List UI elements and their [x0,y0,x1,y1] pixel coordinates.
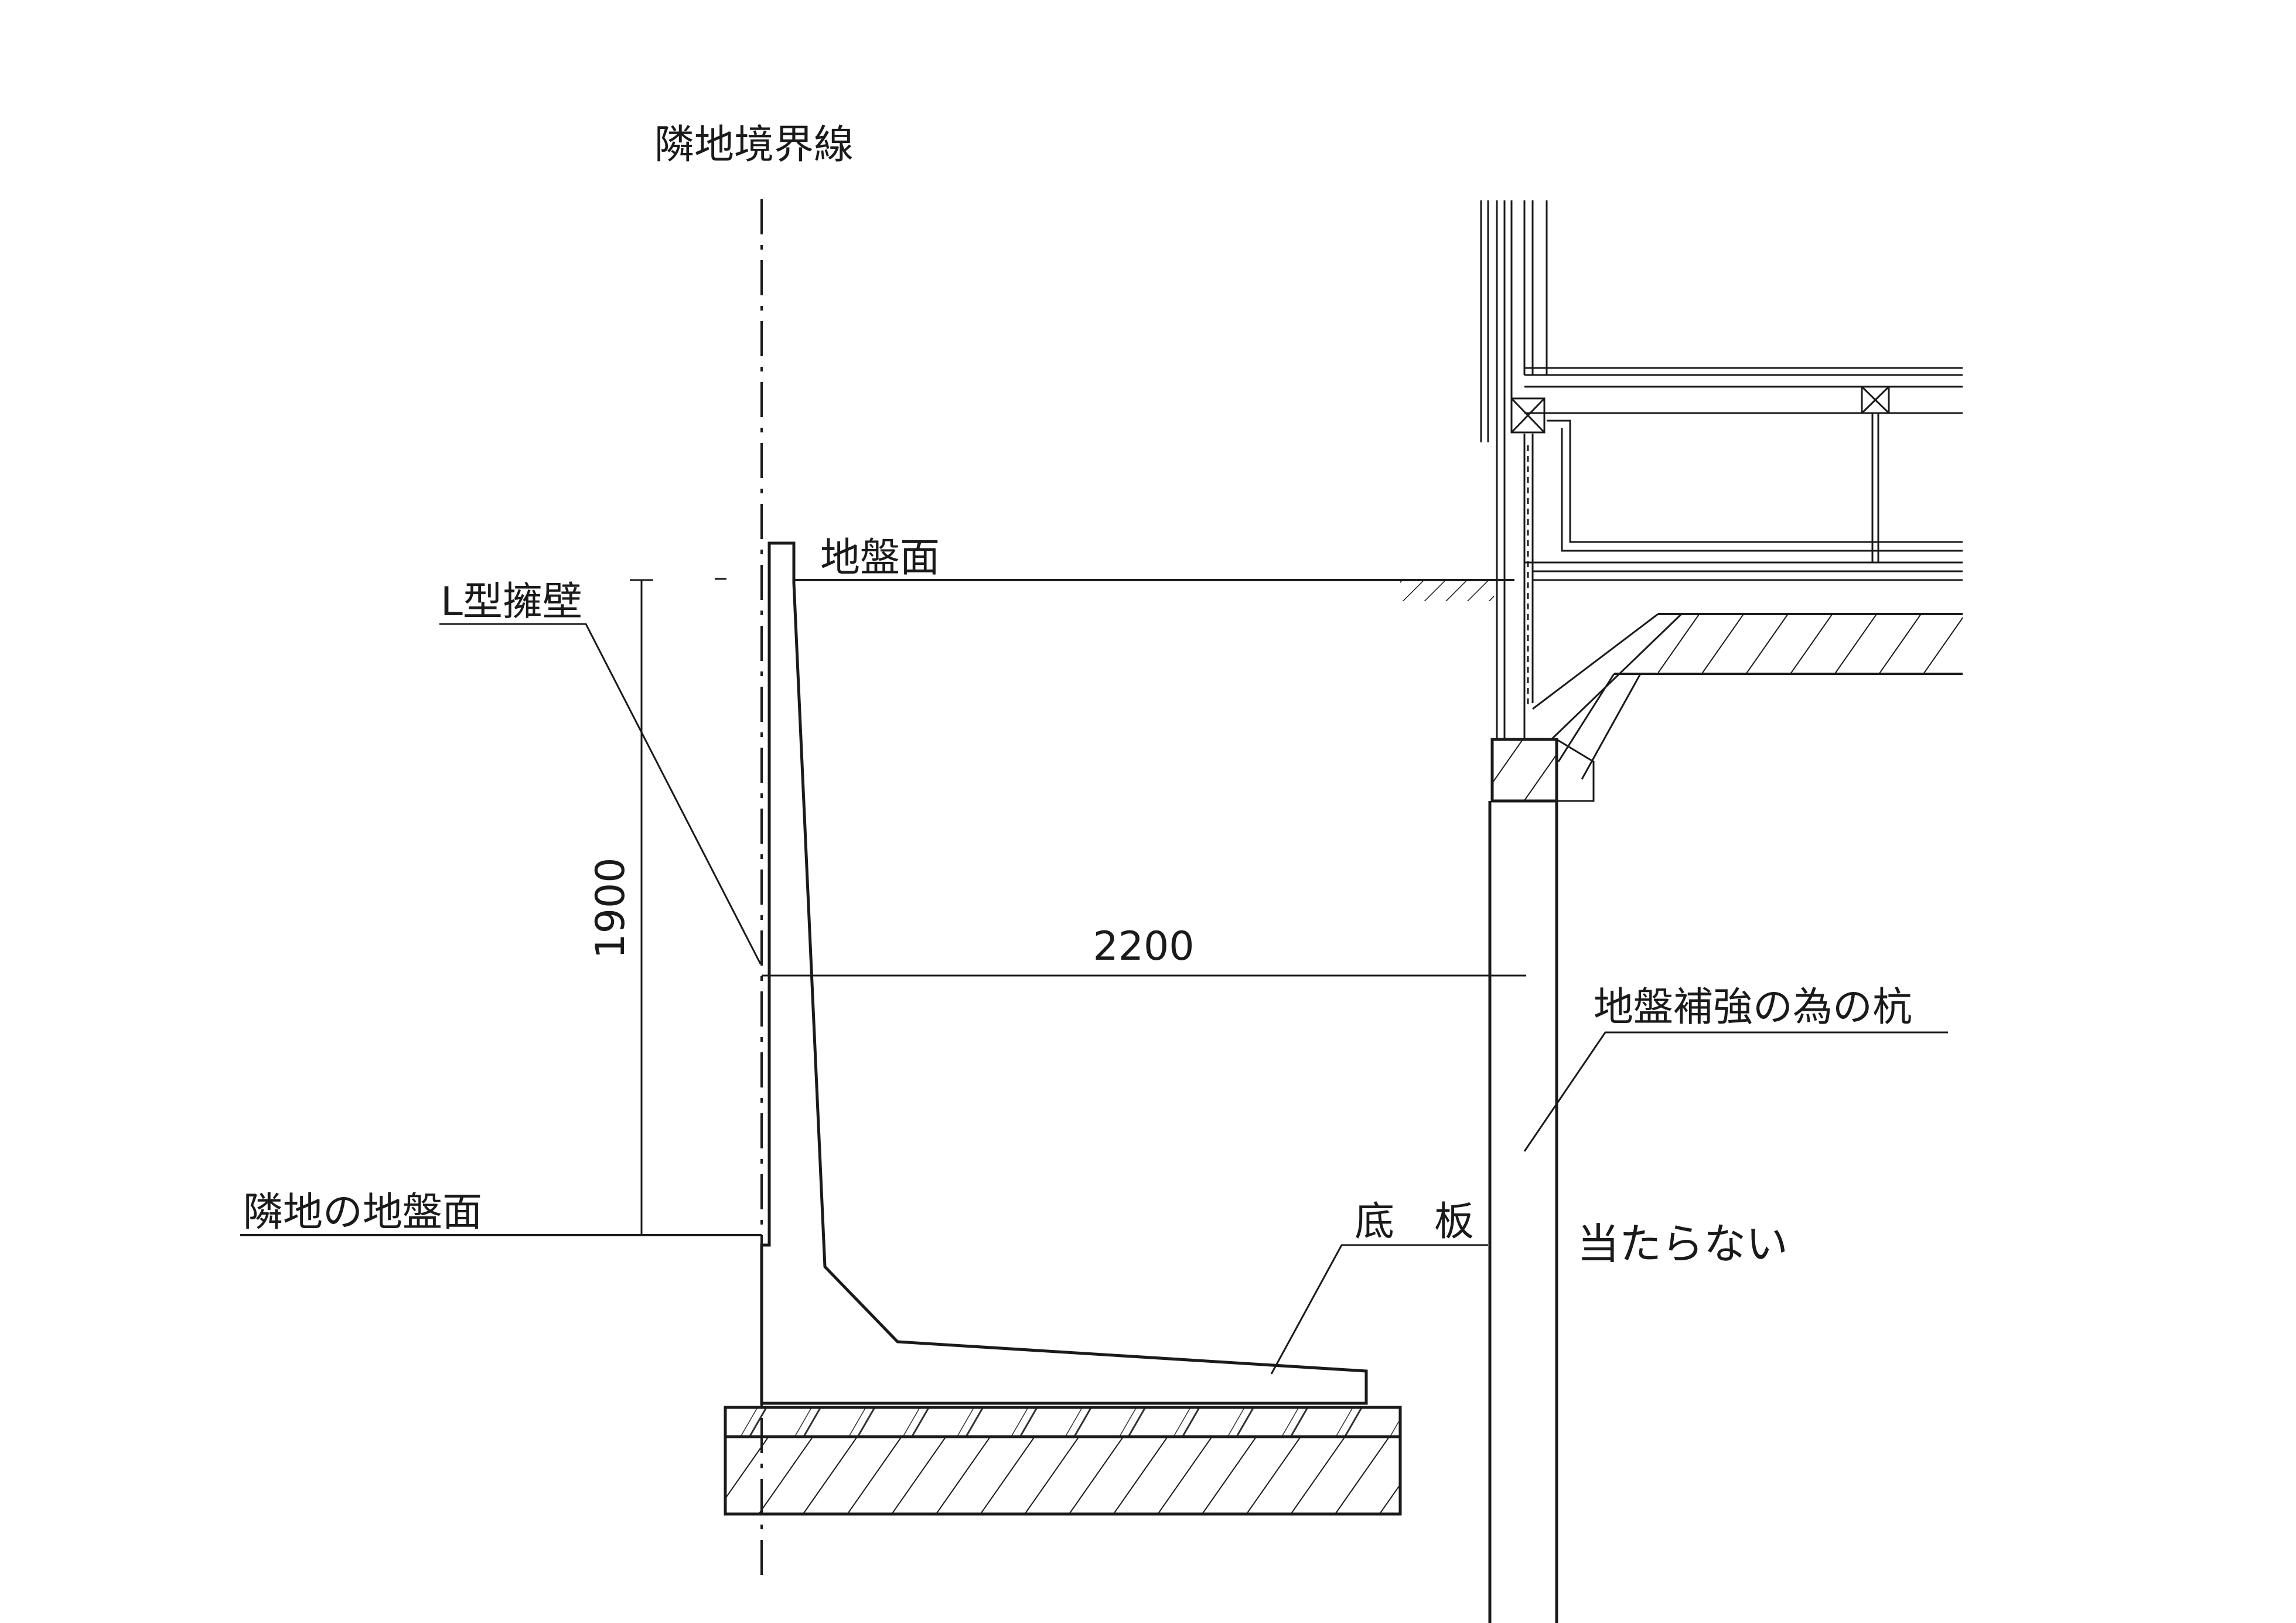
width-dimension-label: 2200 [1093,923,1194,970]
height-dimension-label: 1900 [588,857,634,959]
base-slab-label: 底 板 [1355,1199,1474,1245]
note-label: 当たらない [1577,1219,1788,1269]
neighbor-ground-label: 隣地の地盤面 [243,1189,482,1236]
boundary-line-label: 隣地境界線 [654,122,854,168]
pile [1488,801,1558,1623]
l-retaining-wall [760,541,1368,1405]
pile-leader [1523,1031,1948,1152]
building-section [1480,200,1963,803]
base-slab-leader [1270,1244,1488,1375]
ground-level-label: 地盤面 [820,535,940,581]
soil-symbol [1400,580,1494,601]
pile-label: 地盤補強の為の杭 [1594,984,1912,1031]
l-wall-leader [439,623,762,964]
wall-foundation [724,1406,1402,1516]
l-wall-label: L型擁壁 [441,579,582,625]
height-dimension [630,579,653,1235]
